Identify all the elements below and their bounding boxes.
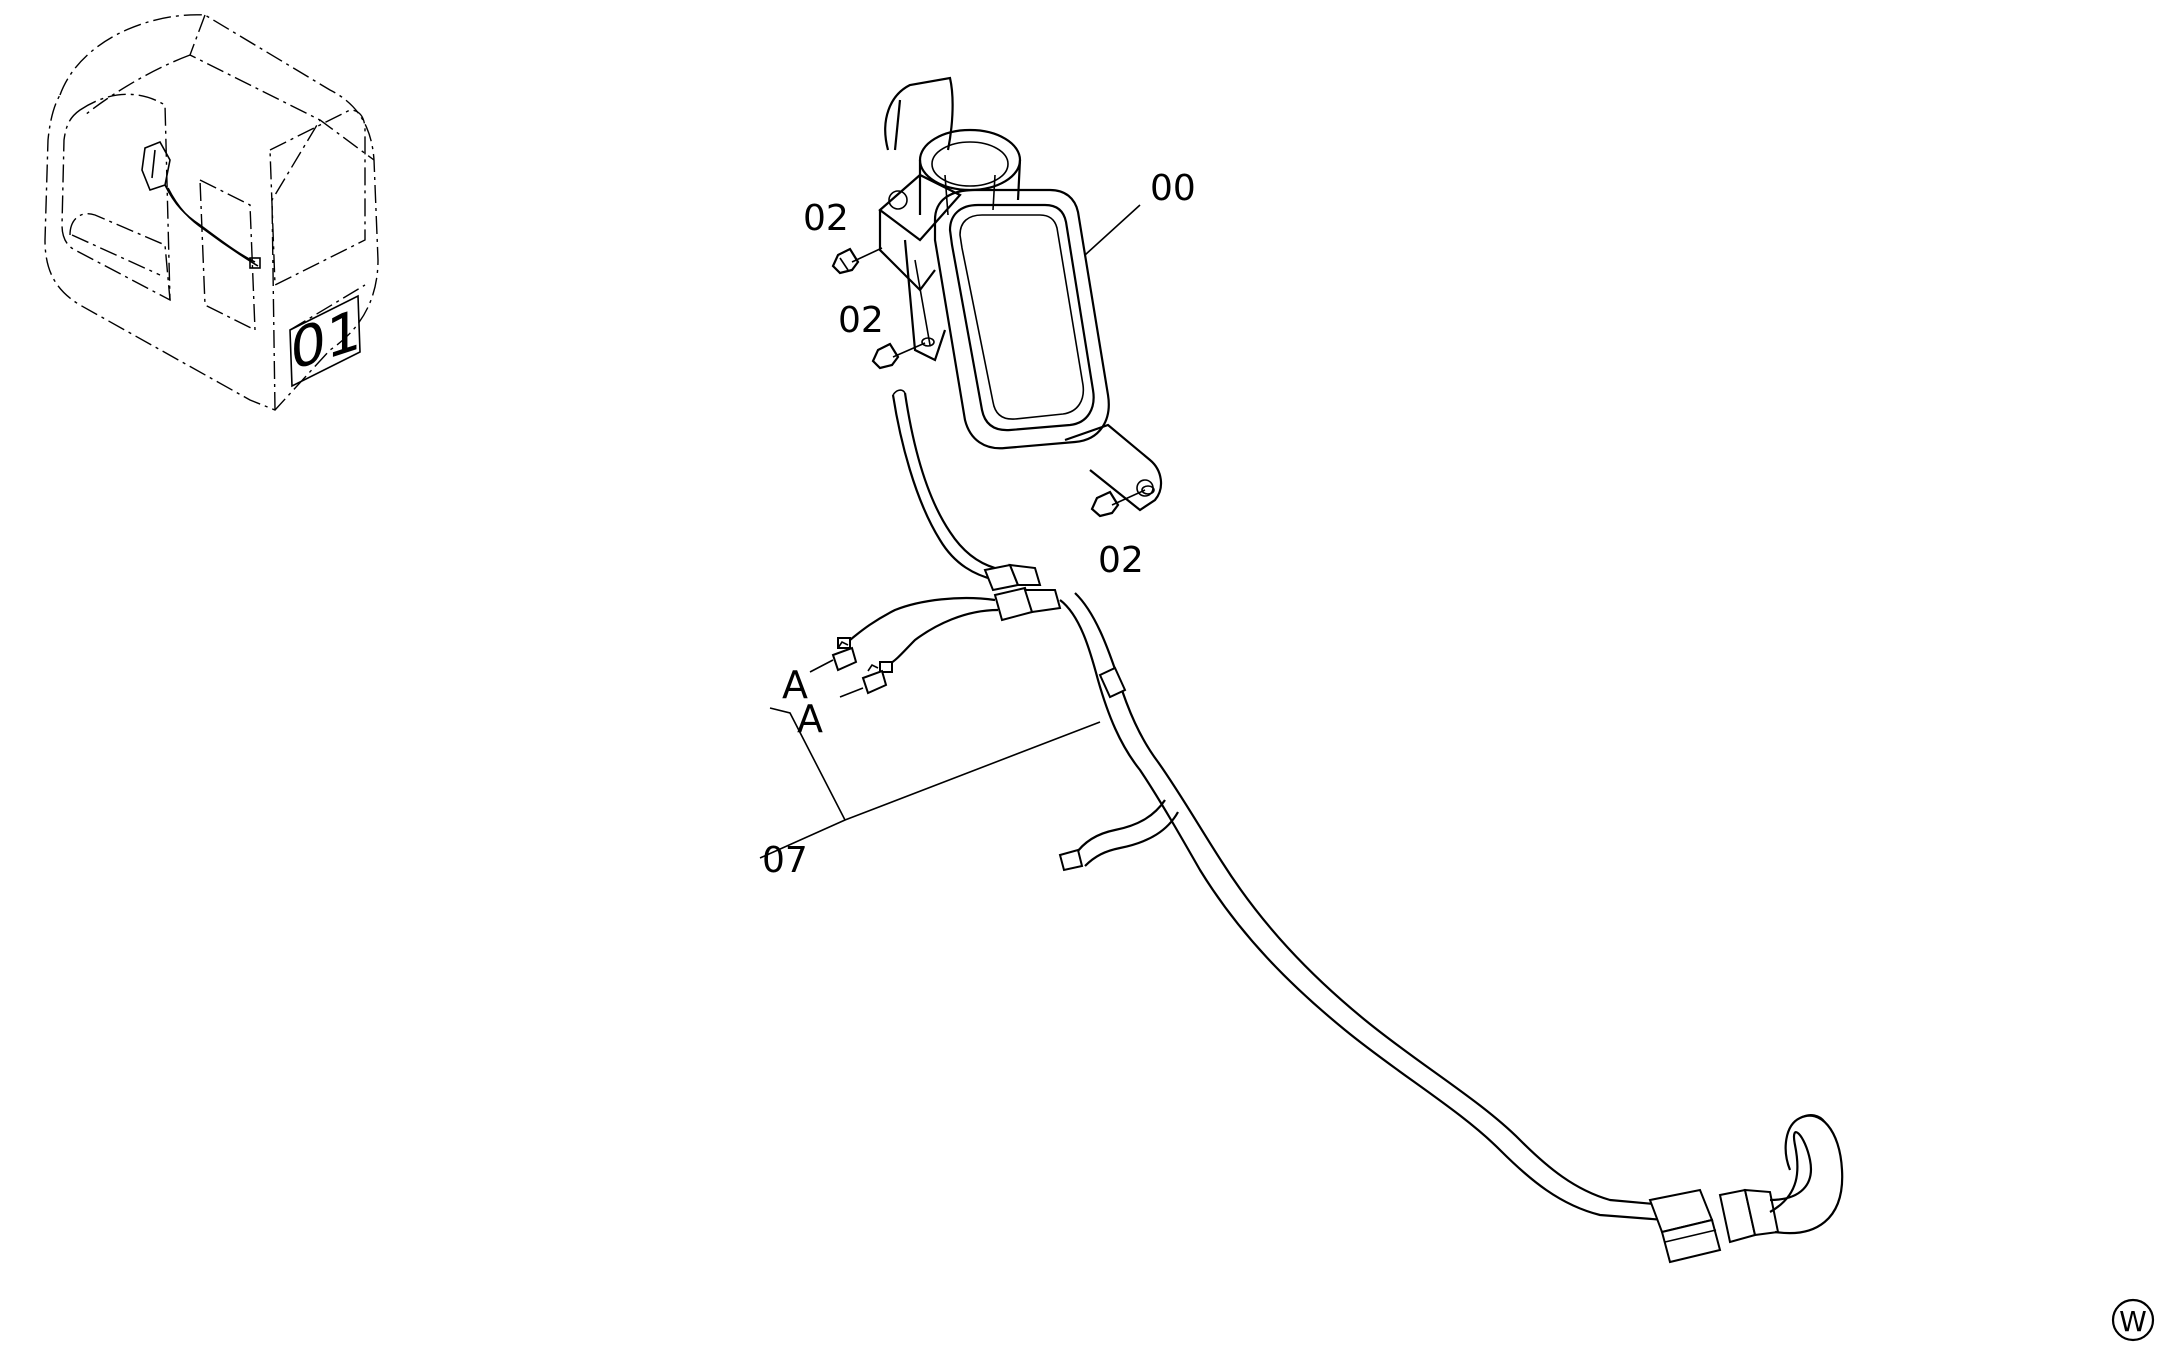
- harness-bracket-leader: [759, 707, 1101, 859]
- callout-connector-a-upper: A: [782, 663, 808, 707]
- mirror-leader: [1084, 204, 1141, 256]
- cab-inset: 01: [44, 14, 379, 411]
- callout-bolt-middle: 02: [838, 300, 884, 341]
- callout-bolt-upper: 02: [803, 198, 849, 239]
- wire-harness: [809, 389, 1844, 1264]
- callout-harness: 07: [762, 840, 808, 881]
- callout-bolt-lower: 02: [1098, 540, 1144, 581]
- callout-connector-a-lower: A: [797, 697, 823, 741]
- corner-mark-letter: W: [2119, 1305, 2147, 1338]
- corner-mark: W: [2111, 1298, 2155, 1342]
- mirror-assembly: [878, 76, 1163, 512]
- cab-inset-label: 01: [290, 296, 361, 384]
- bolt-upper: [831, 247, 883, 275]
- bolt-middle: [871, 337, 935, 370]
- bolt-lower: [1090, 485, 1155, 518]
- callout-mirror: 00: [1150, 168, 1196, 209]
